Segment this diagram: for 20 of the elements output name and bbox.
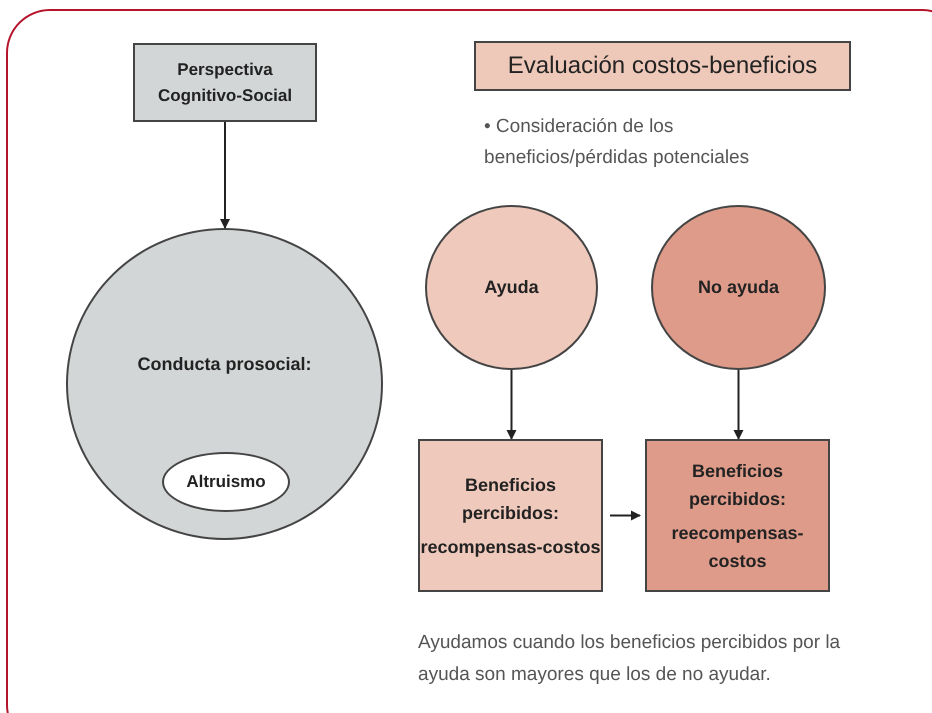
note-text: Ayudamos cuando los beneficios percibidos por la ayuda son mayores que los de no ayudar.	[418, 631, 842, 687]
perspective-box	[133, 43, 317, 122]
evaluation-box	[474, 41, 851, 91]
arrow	[220, 122, 230, 229]
node-text: Ayuda	[484, 276, 539, 299]
node-text: Beneficios percibidos:	[688, 460, 787, 511]
node-text: Altruismo	[186, 471, 266, 494]
node-text: recompensas-costos	[420, 536, 601, 559]
benefits-box	[645, 439, 830, 592]
arrow	[506, 370, 516, 440]
bullet-text: • Consideración de los beneficios/pérdidas potenciales	[484, 115, 750, 170]
arrow	[734, 370, 744, 440]
node-text: Conducta prosocial:	[137, 352, 312, 376]
node-text: Beneficios percibidos:	[460, 474, 560, 525]
node-text: reecompensas-costos	[670, 522, 805, 572]
node-text: Perspectiva Cognitivo-Social	[156, 58, 294, 107]
arrow	[610, 510, 641, 520]
node-text: Evaluación costos-beneficios	[508, 51, 818, 81]
node-text: No ayuda	[698, 276, 780, 299]
benefits-box	[418, 439, 603, 592]
